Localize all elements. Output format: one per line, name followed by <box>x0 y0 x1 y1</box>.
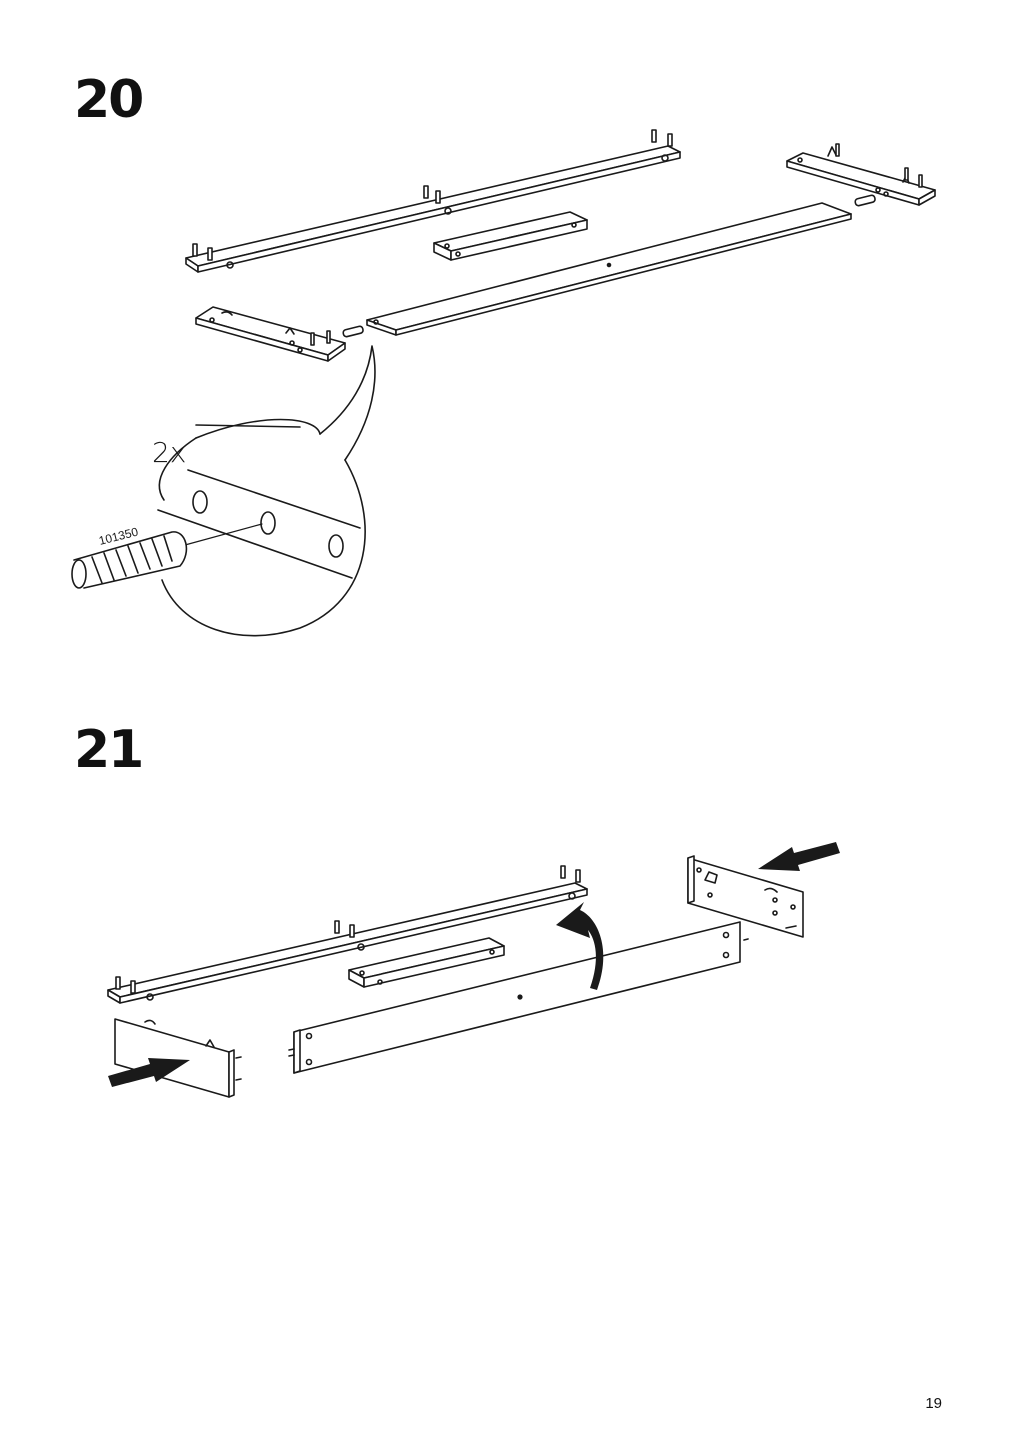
step-number-21: 21 <box>74 720 144 780</box>
wooden-dowel-icon <box>342 325 364 338</box>
center-slat <box>433 211 588 261</box>
wooden-dowel-icon <box>854 194 876 207</box>
callout-quantity: 2x <box>152 436 186 469</box>
step-21-diagram <box>107 842 840 1098</box>
long-rail-back <box>185 129 681 273</box>
page-number: 19 <box>925 1395 942 1412</box>
rotate-arrow-icon <box>556 902 604 990</box>
long-rail-back-21 <box>107 865 588 1004</box>
step-number-20: 20 <box>74 70 144 130</box>
step-20-diagram <box>71 129 936 637</box>
left-end-board <box>195 306 346 362</box>
push-arrow-icon <box>108 1058 190 1087</box>
detail-callout <box>71 345 376 637</box>
right-end-panel <box>687 855 804 938</box>
left-end-panel <box>114 1018 242 1098</box>
long-rail-front <box>366 202 852 336</box>
push-arrow-icon <box>758 842 840 871</box>
dowel-detail-icon <box>71 531 188 589</box>
center-slat-21 <box>348 937 505 988</box>
front-panel-standing <box>288 921 749 1074</box>
right-end-board <box>786 143 936 206</box>
